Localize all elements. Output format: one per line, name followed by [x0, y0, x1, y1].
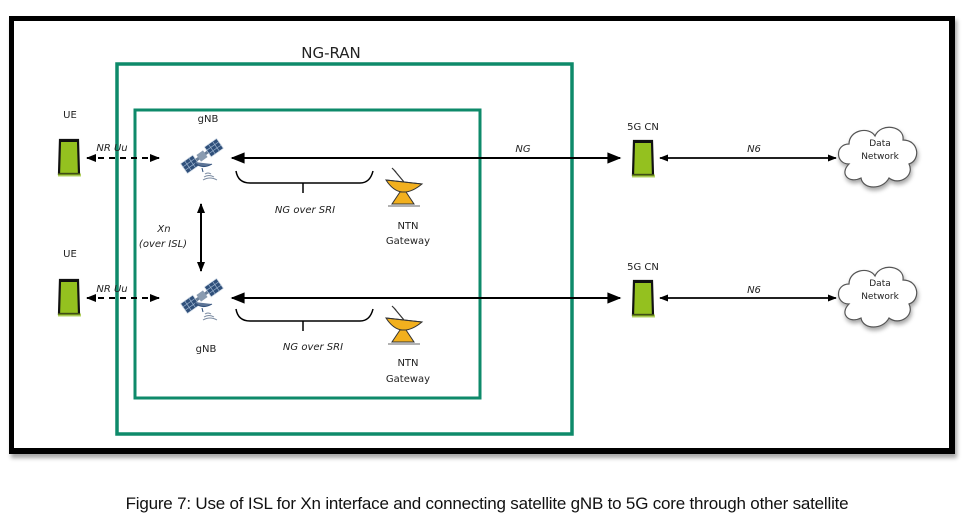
n6-label-bottom: N6	[747, 285, 761, 296]
dn-label-top: Data	[869, 139, 891, 149]
ue-device-icon	[56, 278, 83, 317]
nr-uu-label-top: NR Uu	[96, 143, 127, 154]
ue-label-bottom: UE	[63, 249, 77, 260]
gateway-label-bottom: Gateway	[386, 374, 430, 385]
ng-over-sri-brace-top	[235, 170, 374, 184]
ntn-gateway-icon	[385, 305, 423, 345]
cn-label-top: 5G CN	[627, 122, 659, 133]
figure-caption: Figure 7: Use of ISL for Xn interface an…	[125, 494, 849, 513]
ngran-inner-box	[133, 108, 482, 400]
network-label-bottom: Network	[861, 292, 899, 302]
diagram-frame	[9, 16, 955, 454]
ntn-label-bottom: NTN	[397, 358, 418, 369]
satellite-gnb-icon	[180, 277, 224, 321]
over-isl-label: (over ISL)	[139, 239, 187, 250]
ng-over-sri-label-top: NG over SRI	[275, 205, 335, 216]
cn-label-bottom: 5G CN	[627, 262, 659, 273]
gnb-label-top: gNB	[198, 114, 219, 125]
ng-label-top: NG	[515, 144, 530, 155]
network-label-top: Network	[861, 152, 899, 162]
satellite-gnb-icon	[180, 137, 224, 181]
ngran-label: NG-RAN	[301, 44, 361, 62]
n6-label-top: N6	[747, 144, 761, 155]
5g-cn-icon	[630, 139, 657, 178]
xn-label: Xn	[156, 224, 170, 235]
ng-over-sri-brace-bottom	[235, 308, 374, 322]
gnb-label-bottom: gNB	[196, 344, 217, 355]
ntn-gateway-icon	[385, 167, 423, 207]
dn-label-bottom: Data	[869, 279, 891, 289]
ue-label-top: UE	[63, 110, 77, 121]
ngran-outer-box	[115, 62, 574, 436]
nr-uu-label-bottom: NR Uu	[96, 284, 127, 295]
gateway-label-top: Gateway	[386, 236, 430, 247]
ng-over-sri-label-bottom: NG over SRI	[283, 342, 343, 353]
ntn-label-top: NTN	[397, 221, 418, 232]
5g-cn-icon	[630, 279, 657, 318]
ue-device-icon	[56, 138, 83, 177]
